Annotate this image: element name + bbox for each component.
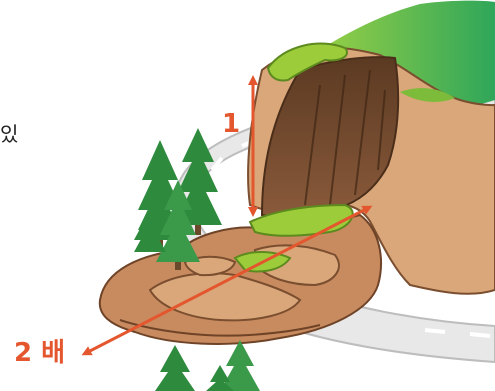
pine-tree-icon: [155, 345, 195, 391]
runout-marker-label: 2 배: [14, 338, 65, 368]
cut-text-fragment: 있: [0, 122, 18, 146]
height-marker-label: 1: [222, 109, 240, 139]
pine-tree-icon: [220, 340, 260, 391]
